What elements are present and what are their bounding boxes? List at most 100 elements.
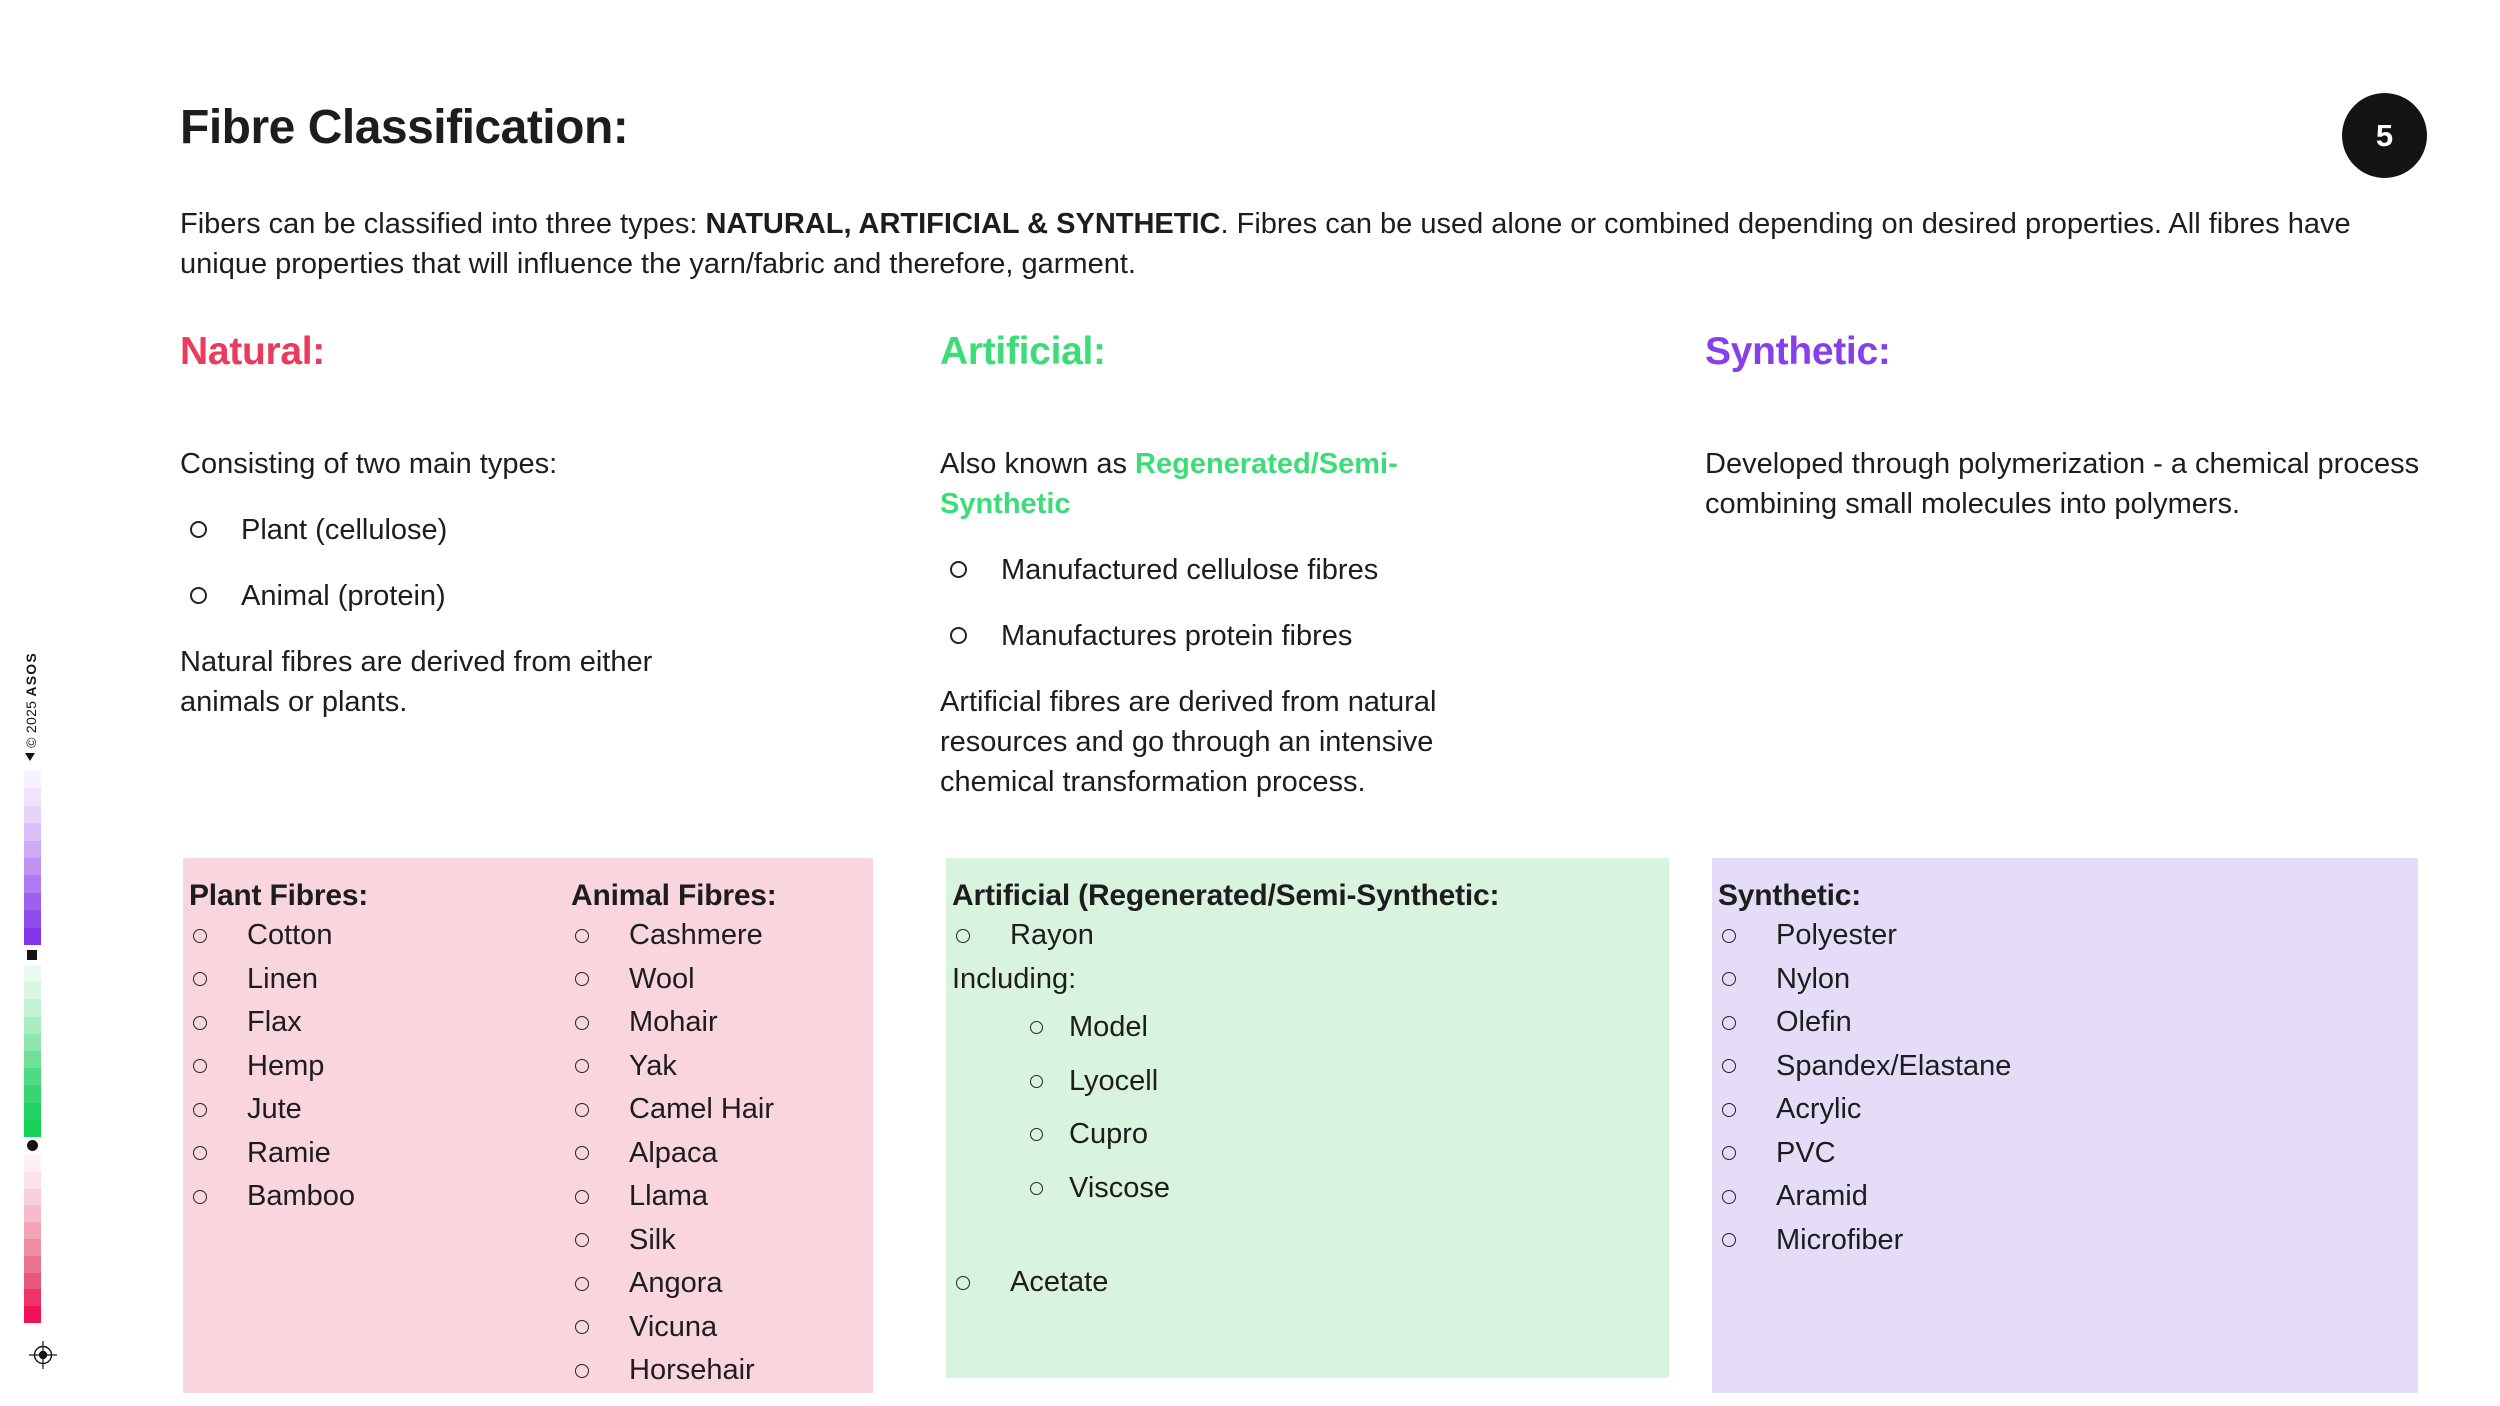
list-item: Linen bbox=[183, 958, 523, 1002]
gradient-step bbox=[24, 1188, 41, 1206]
bullet-icon bbox=[575, 1146, 589, 1161]
synthetic-fibres-box: Synthetic: Polyester Nylon Olefin Spande… bbox=[1712, 858, 2418, 1393]
list-item: Flax bbox=[183, 1001, 523, 1045]
bullet-icon bbox=[575, 1320, 589, 1335]
bullet-icon bbox=[956, 928, 970, 943]
gradient-step bbox=[24, 1306, 41, 1323]
bullet-icon bbox=[575, 928, 589, 943]
list-item: Viscose bbox=[946, 1162, 1669, 1216]
bullet-icon bbox=[575, 1233, 589, 1248]
gradient-step bbox=[24, 1033, 41, 1052]
list-item: Nylon bbox=[1712, 958, 2418, 1002]
list-item: Camel Hair bbox=[565, 1088, 873, 1132]
natural-bullet-list: Plant (cellulose) Animal (protein) bbox=[180, 510, 740, 616]
brand-logo: ASOS bbox=[23, 652, 39, 697]
rayon-sub-list: Model Lyocell Cupro Viscose bbox=[946, 1001, 1669, 1215]
gradient-step bbox=[24, 1016, 41, 1034]
bullet-icon bbox=[1722, 972, 1736, 987]
gradient-step bbox=[24, 1272, 41, 1290]
bullet-icon bbox=[1722, 1015, 1736, 1030]
list-item-label: Nylon bbox=[1776, 962, 1851, 995]
bullet-icon bbox=[193, 972, 207, 987]
synthetic-column: Developed through polymerization - a che… bbox=[1705, 444, 2420, 550]
bullet-icon bbox=[1722, 1059, 1736, 1074]
intro-text: Fibers can be classified into three type… bbox=[180, 208, 706, 240]
gradient-step bbox=[24, 805, 41, 824]
list-item-label: Animal (protein) bbox=[241, 580, 446, 612]
gradient-step bbox=[24, 1119, 41, 1138]
list-item-label: Polyester bbox=[1776, 919, 1897, 952]
page-title: Fibre Classification: bbox=[180, 101, 629, 154]
animal-fibres-heading: Animal Fibres: bbox=[571, 879, 777, 912]
natural-intro: Consisting of two main types: bbox=[180, 448, 558, 480]
list-item-label: Yak bbox=[629, 1049, 677, 1082]
list-item-label: PVC bbox=[1776, 1136, 1836, 1169]
list-item: Olefin bbox=[1712, 1001, 2418, 1045]
list-item: Spandex/Elastane bbox=[1712, 1045, 2418, 1089]
gradient-step bbox=[24, 927, 41, 946]
bullet-icon bbox=[575, 1276, 589, 1291]
gradient-step bbox=[24, 875, 41, 893]
list-item-label: Horsehair bbox=[629, 1354, 755, 1387]
list-item: Microfiber bbox=[1712, 1219, 2418, 1263]
artificial-fibres-box: Artificial (Regenerated/Semi-Synthetic: … bbox=[946, 858, 1669, 1378]
bullet-icon bbox=[1722, 1233, 1736, 1248]
list-item-label: Hemp bbox=[247, 1049, 325, 1082]
list-item-label: Wool bbox=[629, 962, 695, 995]
list-item-label: Bamboo bbox=[247, 1180, 356, 1213]
bullet-icon bbox=[193, 1015, 207, 1030]
bullet-icon bbox=[190, 587, 207, 604]
list-item-label: Alpaca bbox=[629, 1136, 718, 1169]
bullet-icon bbox=[575, 1059, 589, 1074]
list-item-label: Cashmere bbox=[629, 919, 763, 952]
dot-marker-icon bbox=[27, 1140, 38, 1151]
bullet-icon bbox=[956, 1275, 970, 1290]
natural-outro: Natural fibres are derived from either a… bbox=[180, 646, 653, 718]
list-item-label: Ramie bbox=[247, 1136, 331, 1169]
gradient-step bbox=[24, 1085, 41, 1103]
gradient-step bbox=[24, 1051, 41, 1069]
list-item-label: Olefin bbox=[1776, 1006, 1852, 1039]
list-item-label: Lyocell bbox=[1069, 1064, 1159, 1097]
bullet-icon bbox=[193, 928, 207, 943]
list-item: Cupro bbox=[946, 1108, 1669, 1162]
list-item-label: Viscose bbox=[1069, 1171, 1171, 1204]
intro-paragraph: Fibers can be classified into three type… bbox=[180, 204, 2365, 284]
list-item: Wool bbox=[565, 958, 873, 1002]
bullet-icon bbox=[575, 1015, 589, 1030]
list-item-label: Cupro bbox=[1069, 1118, 1148, 1151]
list-item: Animal (protein) bbox=[180, 576, 740, 616]
list-item-label: Camel Hair bbox=[629, 1093, 775, 1126]
bullet-icon bbox=[950, 627, 967, 644]
list-item-label: Spandex/Elastane bbox=[1776, 1049, 2012, 1082]
bullet-icon bbox=[193, 1102, 207, 1117]
natural-fibres-box: Plant Fibres: Cotton Linen Flax Hemp Jut… bbox=[183, 858, 873, 1393]
synthetic-heading: Synthetic: bbox=[1705, 330, 1891, 373]
artificial-box-heading: Artificial (Regenerated/Semi-Synthetic: bbox=[952, 879, 1500, 912]
artificial-intro: Also known as Regenerated/Semi-Synthetic bbox=[940, 444, 1505, 524]
gradient-step bbox=[24, 1255, 41, 1273]
list-item-label: Mohair bbox=[629, 1006, 718, 1039]
synthetic-intro: Developed through polymerization - a che… bbox=[1705, 448, 2420, 520]
purple-gradient-bar bbox=[24, 771, 41, 946]
artificial-column: Also known as Regenerated/Semi-Synthetic… bbox=[940, 444, 1505, 828]
list-item: Model bbox=[946, 1001, 1669, 1055]
plant-fibres-column: Plant Fibres: Cotton Linen Flax Hemp Jut… bbox=[183, 858, 523, 1219]
bullet-icon bbox=[1722, 928, 1736, 943]
list-item: Jute bbox=[183, 1088, 523, 1132]
list-item-label: Acrylic bbox=[1776, 1093, 1862, 1126]
animal-fibres-column: Animal Fibres: Cashmere Wool Mohair Yak … bbox=[565, 858, 873, 1393]
gradient-step bbox=[24, 982, 41, 1000]
bullet-icon bbox=[1030, 1128, 1043, 1142]
square-marker-icon bbox=[27, 950, 37, 960]
list-item: Yak bbox=[565, 1045, 873, 1089]
bullet-icon bbox=[193, 1059, 207, 1074]
list-item: Plant (cellulose) bbox=[180, 510, 740, 550]
gradient-step bbox=[24, 1222, 41, 1239]
list-item-label: Flax bbox=[247, 1006, 302, 1039]
list-item-label: Silk bbox=[629, 1223, 676, 1256]
intro-bold-text: NATURAL, ARTIFICIAL & SYNTHETIC bbox=[705, 208, 1221, 240]
gradient-step bbox=[24, 1289, 41, 1307]
list-item: Angora bbox=[565, 1262, 873, 1306]
bullet-icon bbox=[1030, 1021, 1043, 1035]
